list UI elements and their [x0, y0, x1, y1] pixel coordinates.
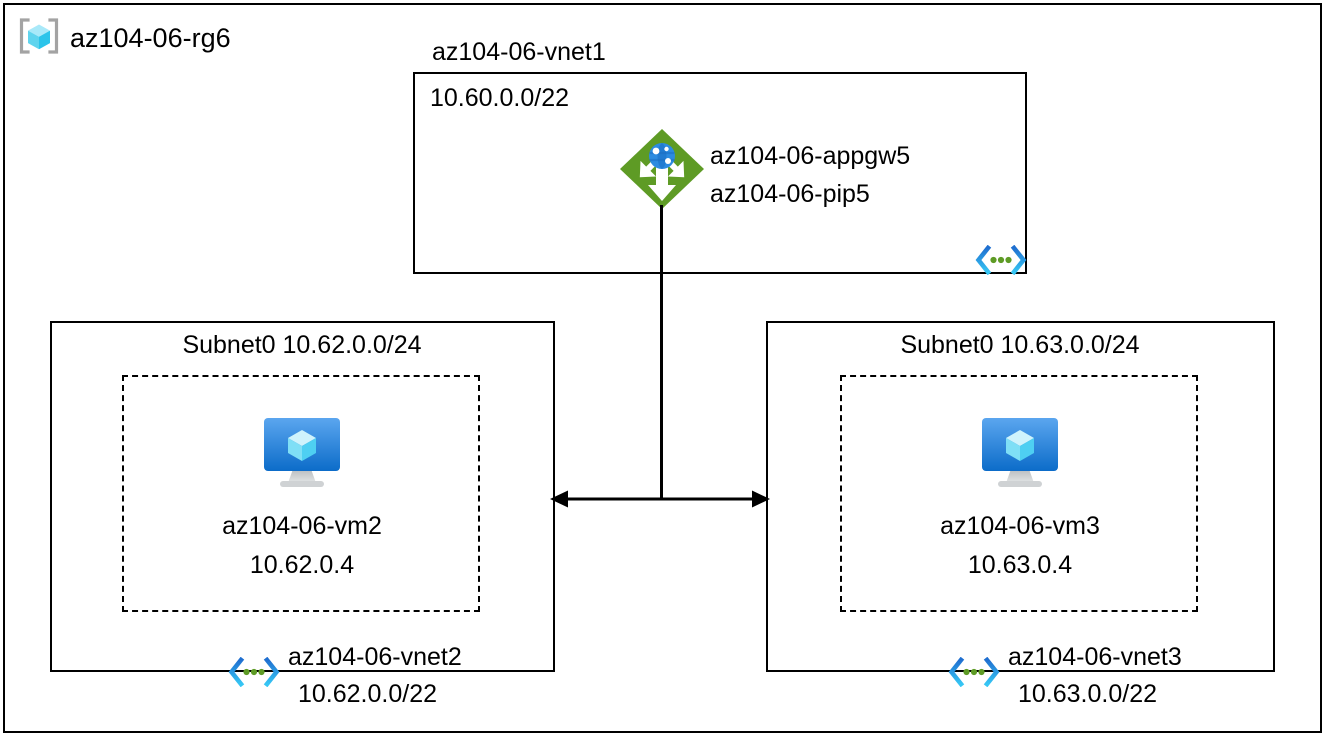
resource-group-cube-icon [18, 16, 60, 61]
vnet3-virtual-machine-icon [976, 413, 1064, 496]
vnet2-vm-name: az104-06-vm2 [222, 512, 382, 540]
vnet1-box [413, 72, 1027, 274]
vnet1-title: az104-06-vnet1 [432, 38, 606, 66]
appgw-public-ip: az104-06-pip5 [710, 180, 870, 208]
application-gateway-icon [618, 127, 706, 216]
vnet2-box [50, 321, 555, 672]
resource-group-frame [3, 3, 1322, 733]
peering-bidirectional-arrow [548, 486, 772, 512]
vnet2-vm-private-ip: 10.62.0.4 [249, 551, 355, 579]
resource-group-name: az104-06-rg6 [70, 23, 231, 53]
vnet3-virtual-network-icon [948, 656, 1000, 692]
vnet3-name: az104-06-vnet3 [1008, 643, 1182, 671]
vnet2-subnet-box [122, 375, 480, 612]
resource-group-header: az104-06-rg6 [18, 16, 231, 61]
vnet2-virtual-machine-icon [258, 413, 346, 496]
vnet3-vm-name: az104-06-vm3 [940, 512, 1100, 540]
vnet1-address-space: 10.60.0.0/22 [430, 84, 570, 112]
vnet2-name: az104-06-vnet2 [288, 643, 462, 671]
vnet2-address-space: 10.62.0.0/22 [298, 680, 438, 708]
vnet3-subnet-box [840, 375, 1198, 612]
vnet3-vm-private-ip: 10.63.0.4 [967, 551, 1073, 579]
vnet2-subnet-label: Subnet0 10.62.0.0/24 [182, 331, 422, 359]
appgw-down-connector [660, 205, 663, 500]
vnet3-address-space: 10.63.0.0/22 [1018, 680, 1158, 708]
vnet3-subnet-label: Subnet0 10.63.0.0/24 [900, 331, 1140, 359]
appgw-name: az104-06-appgw5 [710, 142, 911, 170]
vnet2-virtual-network-icon [228, 656, 280, 692]
vnet3-box [766, 321, 1275, 672]
vnet1-virtual-network-icon [975, 244, 1027, 280]
